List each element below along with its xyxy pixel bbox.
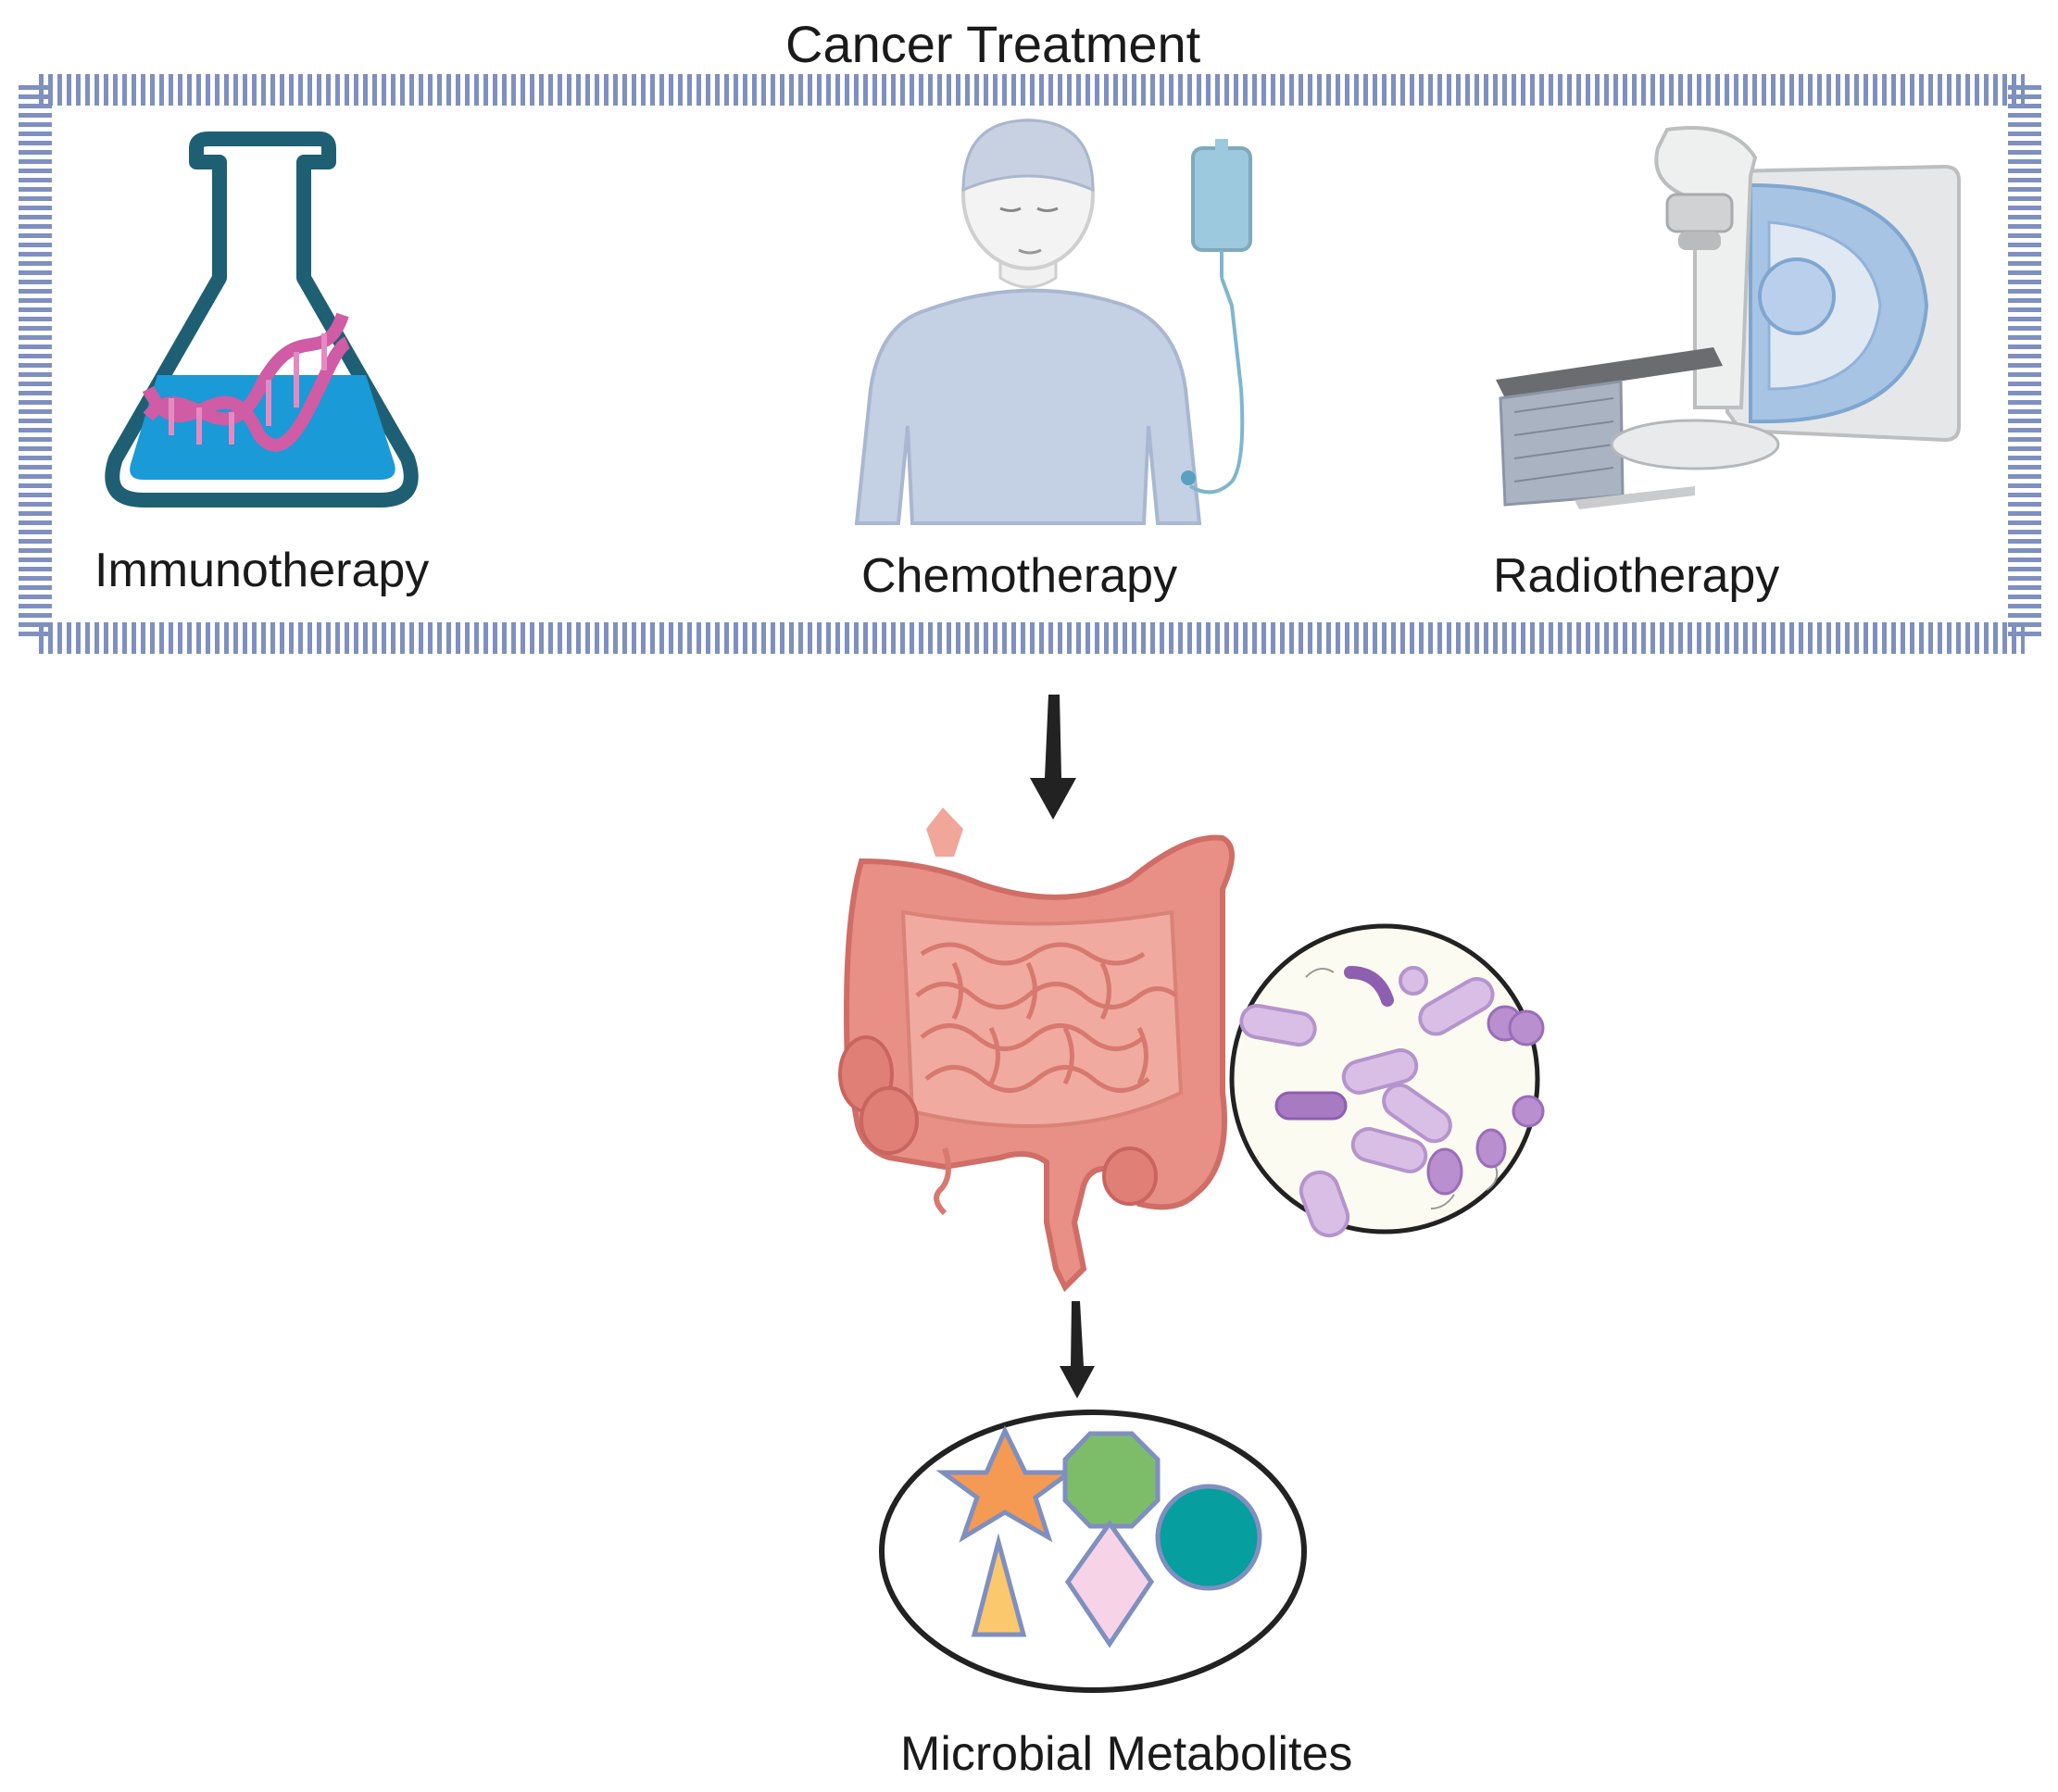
intestine-icon — [838, 808, 1235, 1293]
radiotherapy-label: Radiotherapy — [1493, 549, 1780, 603]
flask-dna-icon — [105, 132, 419, 508]
arrow-down-icon — [1030, 695, 1076, 820]
treatment-frame — [19, 74, 2041, 654]
metabolites-label: Microbial Metabolites — [900, 1727, 1353, 1781]
radiotherapy-machine-icon — [1496, 126, 1961, 509]
patient-iv-drip-icon — [854, 119, 1252, 525]
arrow-down-icon — [1060, 1301, 1095, 1398]
metabolite-shapes-icon — [879, 1410, 1307, 1693]
diagram-title: Cancer Treatment — [785, 15, 1201, 73]
immunotherapy-label: Immunotherapy — [94, 544, 430, 597]
chemotherapy-label: Chemotherapy — [861, 549, 1178, 603]
gut-microbiota-icon — [1229, 923, 1545, 1238]
